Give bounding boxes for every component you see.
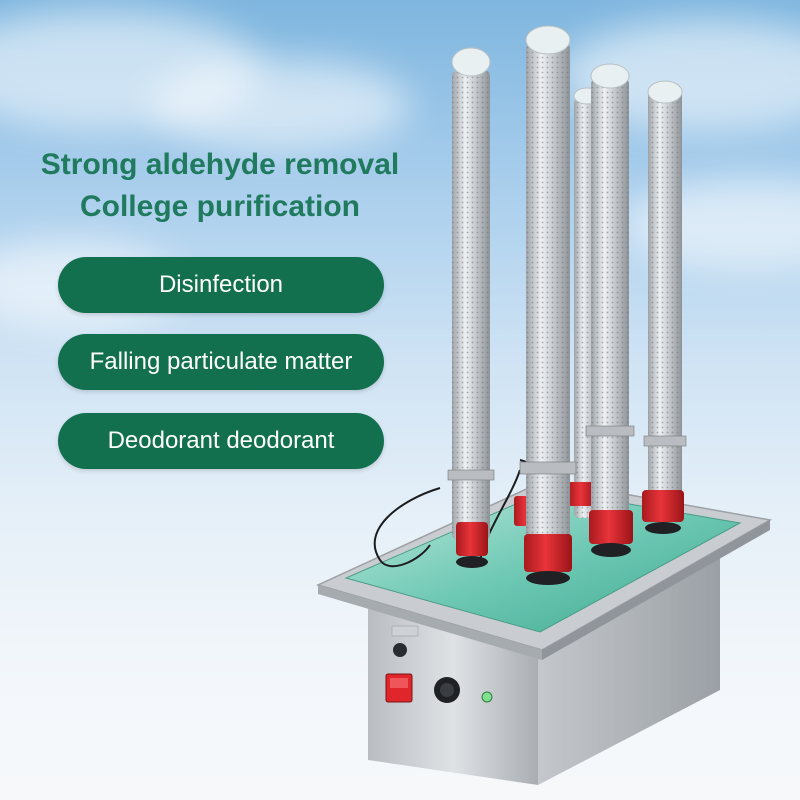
filter-tube <box>642 80 687 534</box>
housing-side <box>538 548 720 785</box>
power-switch-highlight <box>390 678 408 688</box>
indicator-socket <box>393 643 407 657</box>
mounting-flange-edge <box>542 520 770 660</box>
feature-pill-deodorant: Deodorant deodorant <box>58 413 384 469</box>
filter-tube <box>447 47 495 568</box>
cable <box>479 469 521 566</box>
cloud <box>150 60 410 150</box>
feature-pill-particulate: Falling particulate matter <box>58 334 384 390</box>
feature-label: Deodorant deodorant <box>107 427 335 454</box>
label-plate <box>391 625 419 637</box>
status-led <box>481 691 493 703</box>
feature-pill-disinfection: Disinfection <box>58 257 384 313</box>
speed-knob-cap <box>440 683 454 697</box>
filter-tube <box>519 25 577 585</box>
feature-label: Disinfection <box>158 271 284 298</box>
cable <box>373 487 441 568</box>
feature-label: Falling particulate matter <box>89 348 353 375</box>
mounting-flange-edge <box>318 585 542 660</box>
headline-line-2: College purification <box>79 190 361 223</box>
filter-tube <box>585 63 635 557</box>
headline-line-1: Strong aldehyde removal <box>40 148 400 181</box>
